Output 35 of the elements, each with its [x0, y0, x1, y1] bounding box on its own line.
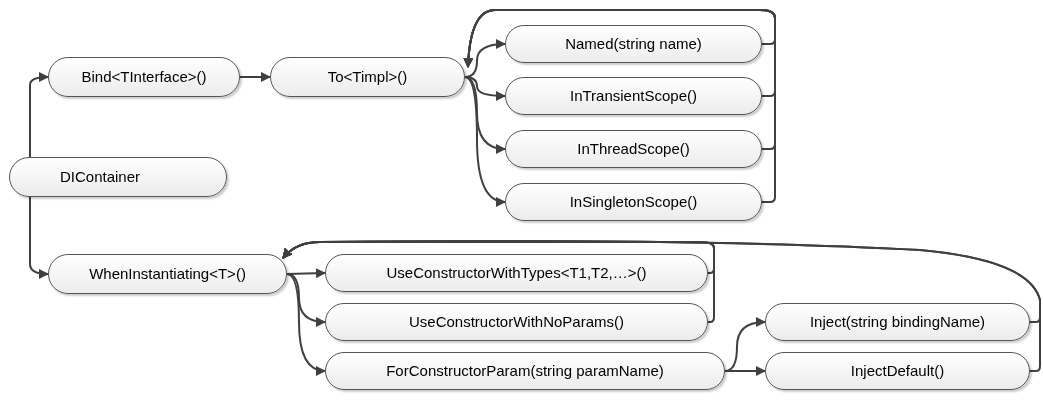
- node-label: To<Timpl>(): [327, 66, 408, 87]
- rounded-box: [48, 254, 287, 294]
- rounded-box: [765, 303, 1030, 341]
- arrow: [286, 273, 326, 327]
- rounded-box: [325, 254, 708, 292]
- arrow: [29, 72, 49, 158]
- node-label: ForConstructorParam(string paramName): [386, 360, 664, 381]
- node-label: Named(string name): [565, 33, 702, 54]
- rounded-box: [505, 130, 762, 168]
- rounded-box: [505, 77, 762, 115]
- arrow: [286, 273, 326, 376]
- rounded-box: [325, 352, 725, 390]
- rounded-box: [765, 352, 1030, 390]
- node-label: WhenInstantiating<T>(): [89, 263, 246, 284]
- rounded-box: [270, 57, 465, 97]
- arrow: [724, 366, 766, 376]
- rounded-box: [9, 157, 227, 197]
- node-label: Bind<TInterface>(): [81, 66, 207, 87]
- rounded-box: [505, 25, 762, 63]
- node-label: InTransientScope(): [570, 85, 697, 106]
- node-label: DIContainer: [60, 166, 141, 187]
- node-label: InjectDefault(): [850, 360, 945, 381]
- node-label: InSingletonScope(): [569, 191, 698, 212]
- arrow: [239, 72, 271, 82]
- rounded-box: [48, 57, 240, 97]
- rounded-box: [505, 183, 762, 221]
- node-label: UseConstructorWithTypes<T1,T2,…>(): [386, 262, 647, 283]
- rounded-box: [325, 303, 708, 341]
- node-label: Inject(string bindingName): [809, 311, 986, 332]
- arrow: [463, 9, 776, 203]
- node-label: UseConstructorWithNoParams(): [408, 311, 624, 332]
- arrow: [29, 196, 49, 279]
- arrow: [464, 76, 506, 207]
- node-label: InThreadScope(): [577, 138, 690, 159]
- arrow: [464, 76, 506, 154]
